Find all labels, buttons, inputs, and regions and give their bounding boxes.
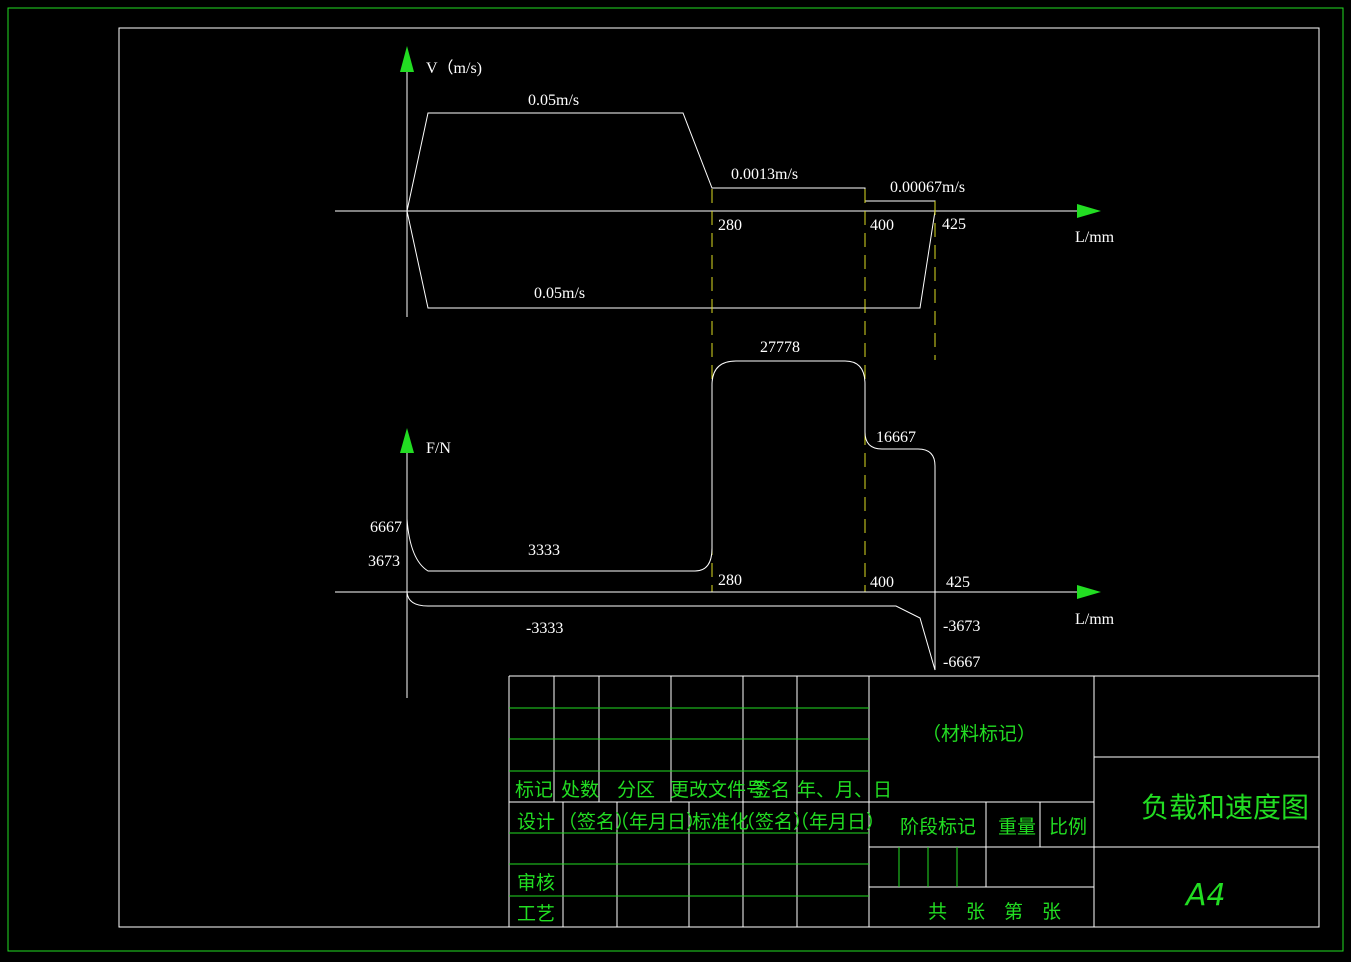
velocity-forward-curve [406,112,936,212]
label-force-27778: 27778 [760,339,800,356]
material-mark: （材料标记） [922,723,1036,745]
header-mark: 标记 [515,779,553,801]
paper-size: A4 [1184,878,1226,913]
force-return-curve [406,591,936,671]
process-label: 工艺 [517,903,555,925]
force-tick-280: 280 [718,572,742,589]
header-change-doc: 更改文件号 [670,779,765,801]
velocity-tick-425: 425 [942,216,966,233]
drawing-title: 负载和速度图 [1141,791,1309,824]
velocity-y-arrow-icon [400,46,414,72]
title-block: 标记 处数 分区 更改文件号 签名 年、月、日 设计 （签名） （年月日） 标准… [508,675,1319,927]
header-signature: 签名 [752,779,790,801]
header-zone: 分区 [617,779,655,801]
label-work-feed-1-speed: 0.0013m/s [731,166,798,183]
design-date: （年月日） [610,811,705,833]
velocity-chart: V（m/s) L/mm 0.05m/s 0.0013m/s 0.00067m/s… [335,46,1115,317]
header-count: 处数 [561,779,599,801]
label-force-6667: 6667 [370,519,402,536]
label-fast-return-speed: 0.05m/s [534,285,585,302]
sheet-count: 共 张 第 张 [928,901,1061,923]
velocity-tick-280: 280 [718,217,742,234]
review-label: 审核 [517,872,555,894]
label-force-neg-3673: -3673 [943,618,980,635]
label-force-neg-3333: -3333 [526,620,563,637]
label-force-3333: 3333 [528,542,560,559]
standard-date: （年月日） [790,811,885,833]
velocity-x-label: L/mm [1075,229,1115,246]
stage-mark-label: 阶段标记 [900,816,976,838]
force-y-arrow-icon [400,428,414,453]
scale-label: 比例 [1049,816,1087,838]
label-work-feed-2-speed: 0.00067m/s [890,179,965,196]
force-forward-curve [406,360,936,592]
label-fast-forward-speed: 0.05m/s [528,92,579,109]
design-label: 设计 [517,811,555,833]
velocity-return-curve [406,210,936,309]
label-force-16667: 16667 [876,429,916,446]
force-x-label: L/mm [1075,611,1115,628]
weight-label: 重量 [998,816,1036,838]
header-date: 年、月、日 [797,779,892,801]
velocity-x-arrow-icon [1077,204,1101,218]
velocity-tick-400: 400 [870,217,894,234]
force-chart: F/N L/mm 27778 16667 6667 3673 3333 -333… [335,339,1115,698]
force-tick-400: 400 [870,574,894,591]
outer-border [7,7,1344,952]
force-x-arrow-icon [1077,585,1101,599]
standard-sign: （签名） [736,811,812,833]
velocity-y-label: V（m/s) [426,59,482,77]
force-tick-425: 425 [946,574,970,591]
standard-label: 标准化 [692,811,749,833]
drawing-frame [118,27,1320,928]
guide-lines [711,189,936,592]
force-y-label: F/N [426,440,451,457]
label-force-neg-6667: -6667 [943,654,980,671]
design-sign: （签名） [558,811,634,833]
label-force-3673: 3673 [368,553,400,570]
